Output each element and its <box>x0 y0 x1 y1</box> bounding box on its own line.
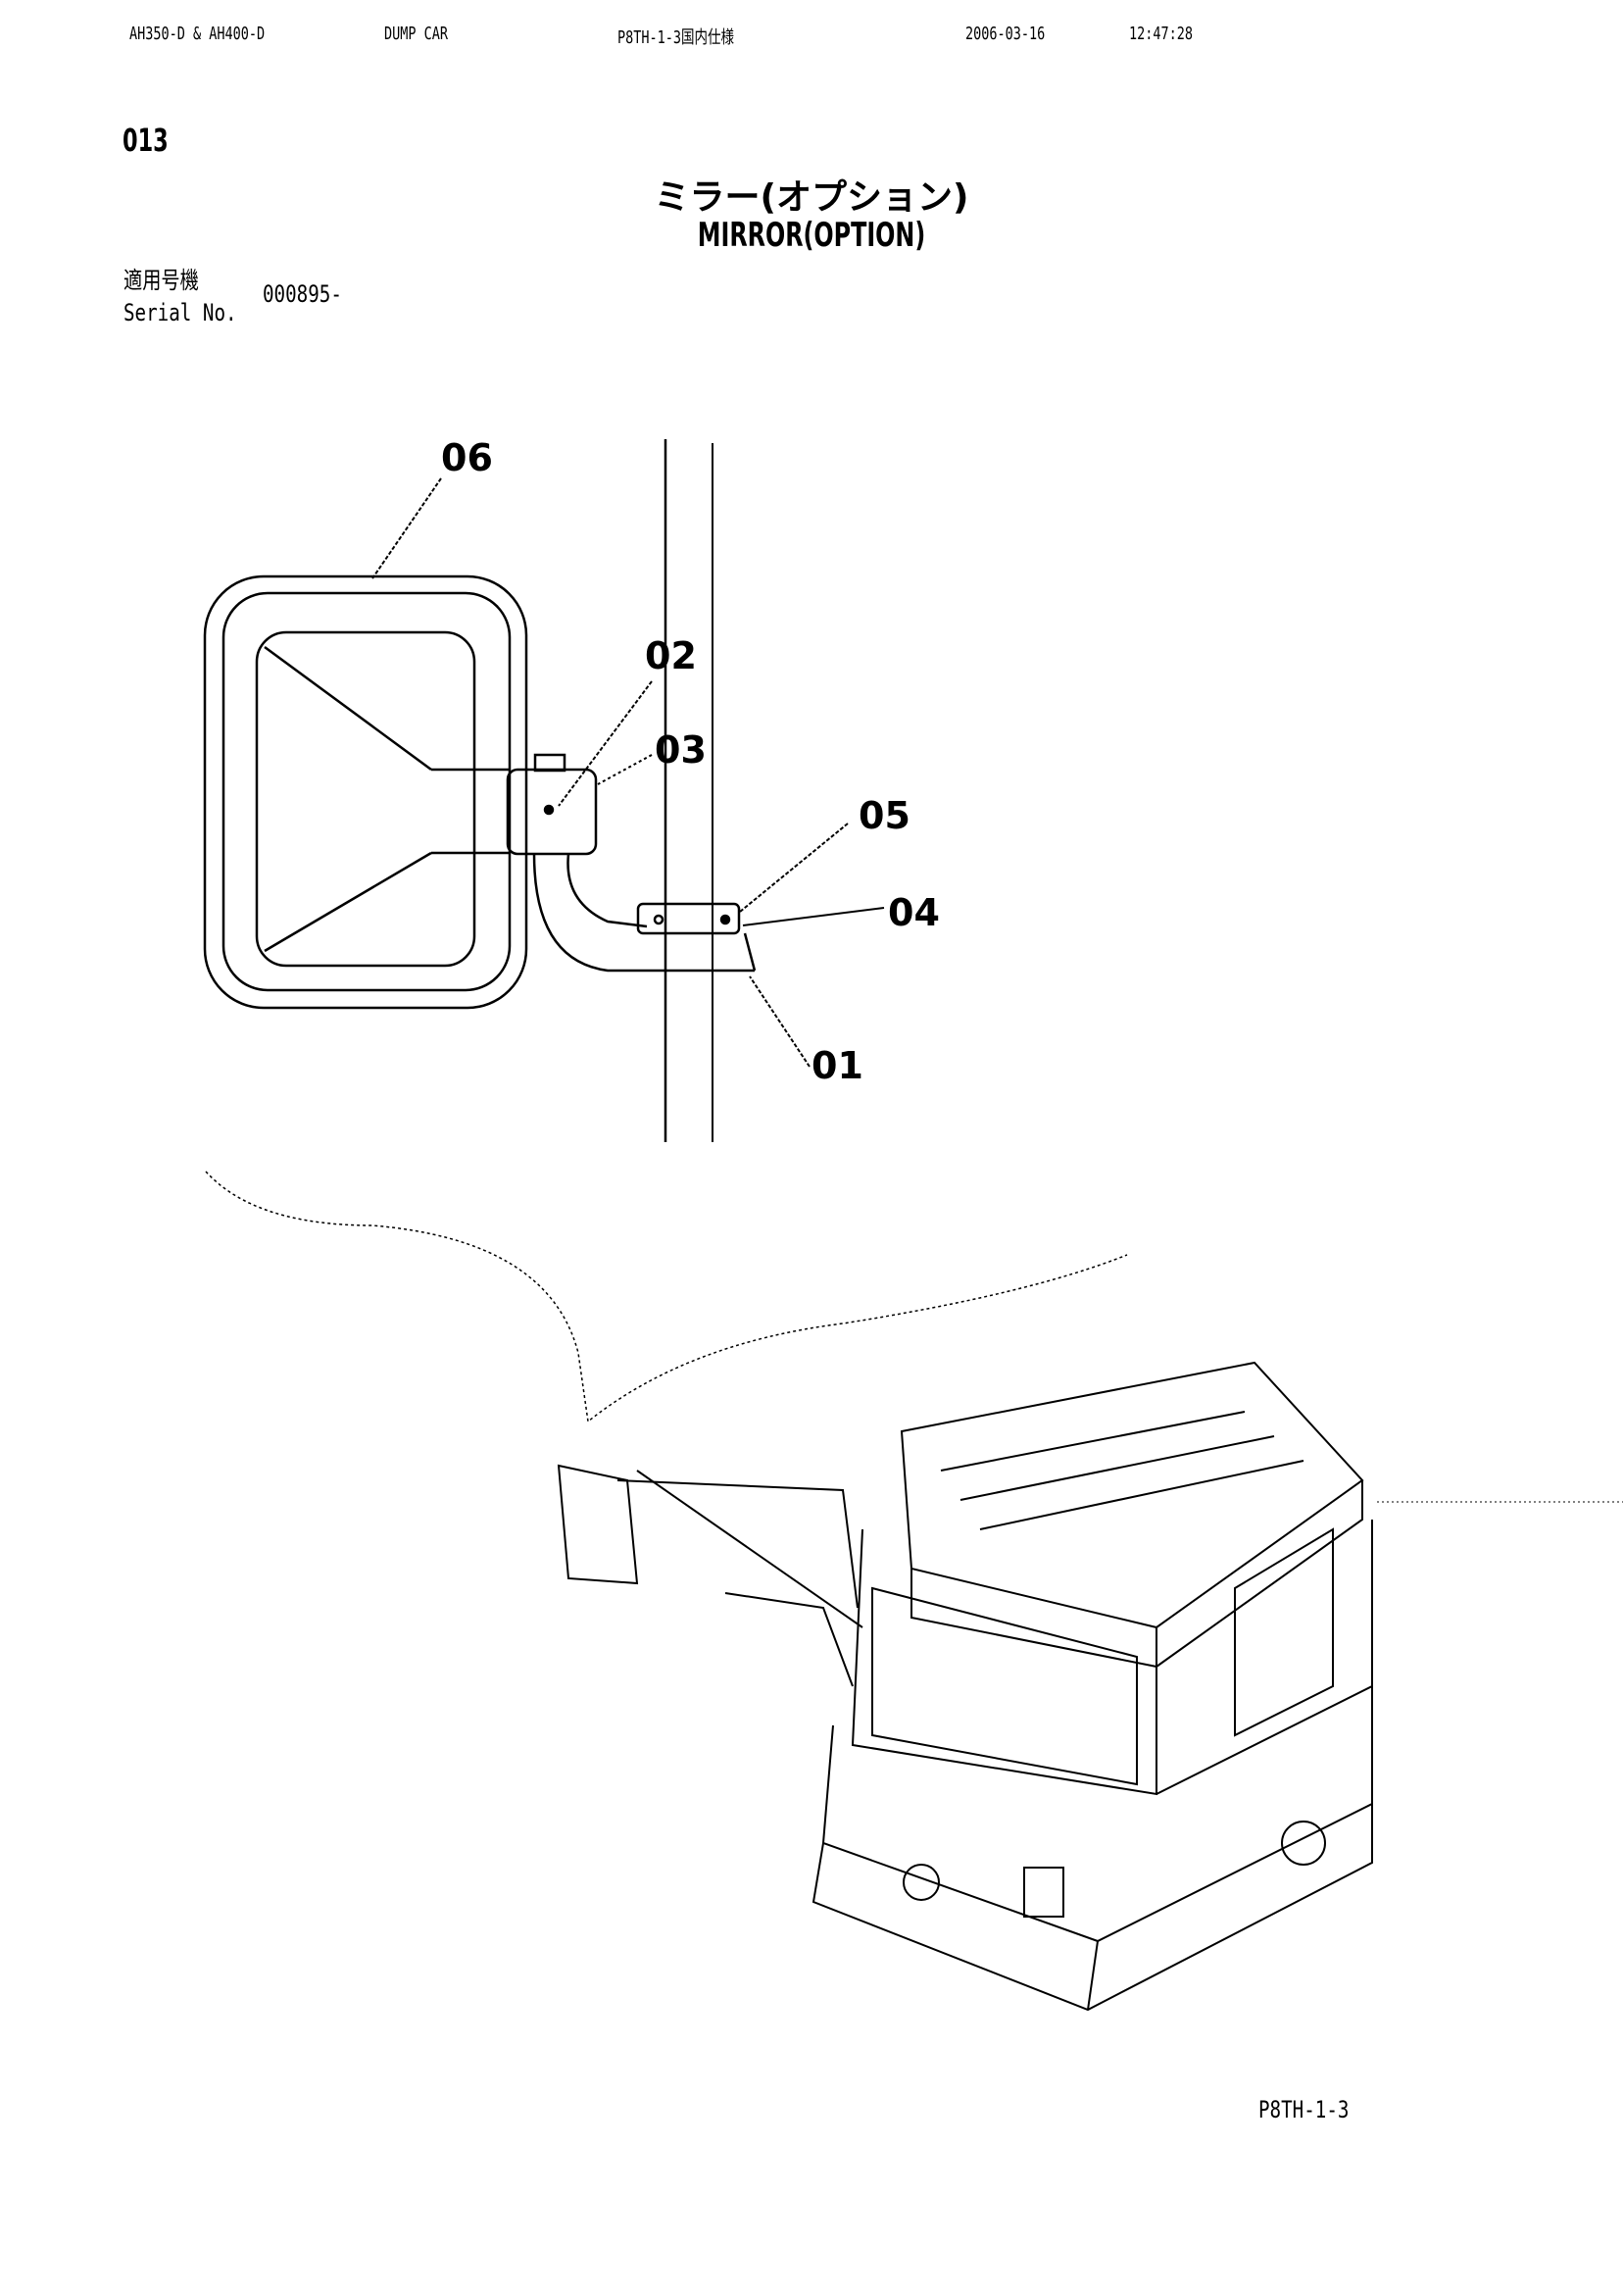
footer-code: P8TH-1-3 <box>1258 2096 1350 2123</box>
title-japanese: ミラー(オプション) <box>654 177 969 218</box>
serial-label-en: Serial No. <box>123 299 237 326</box>
callout-05: 05 <box>859 794 910 837</box>
page-number: 013 <box>123 122 169 159</box>
callout-03: 03 <box>655 728 707 772</box>
serial-value: 000895- <box>263 280 342 308</box>
header-machine: DUMP CAR <box>384 24 449 44</box>
title-english: MIRROR(OPTION) <box>697 216 926 255</box>
header-date: 2006-03-16 <box>965 24 1046 44</box>
callout-06: 06 <box>441 436 493 479</box>
detail-boundary <box>205 1171 1128 1423</box>
callout-02: 02 <box>645 634 697 677</box>
cab-overview <box>557 1361 1373 2012</box>
header-doc-code: P8TH-1-3国内仕様 <box>617 27 735 48</box>
header-model: AH350-D & AH400-D <box>129 24 266 44</box>
callout-04: 04 <box>888 891 940 934</box>
mirror-detail <box>203 439 885 1142</box>
serial-label-jp: 適用号機 <box>123 267 199 294</box>
callout-01: 01 <box>812 1044 863 1087</box>
header-time: 12:47:28 <box>1129 24 1194 44</box>
